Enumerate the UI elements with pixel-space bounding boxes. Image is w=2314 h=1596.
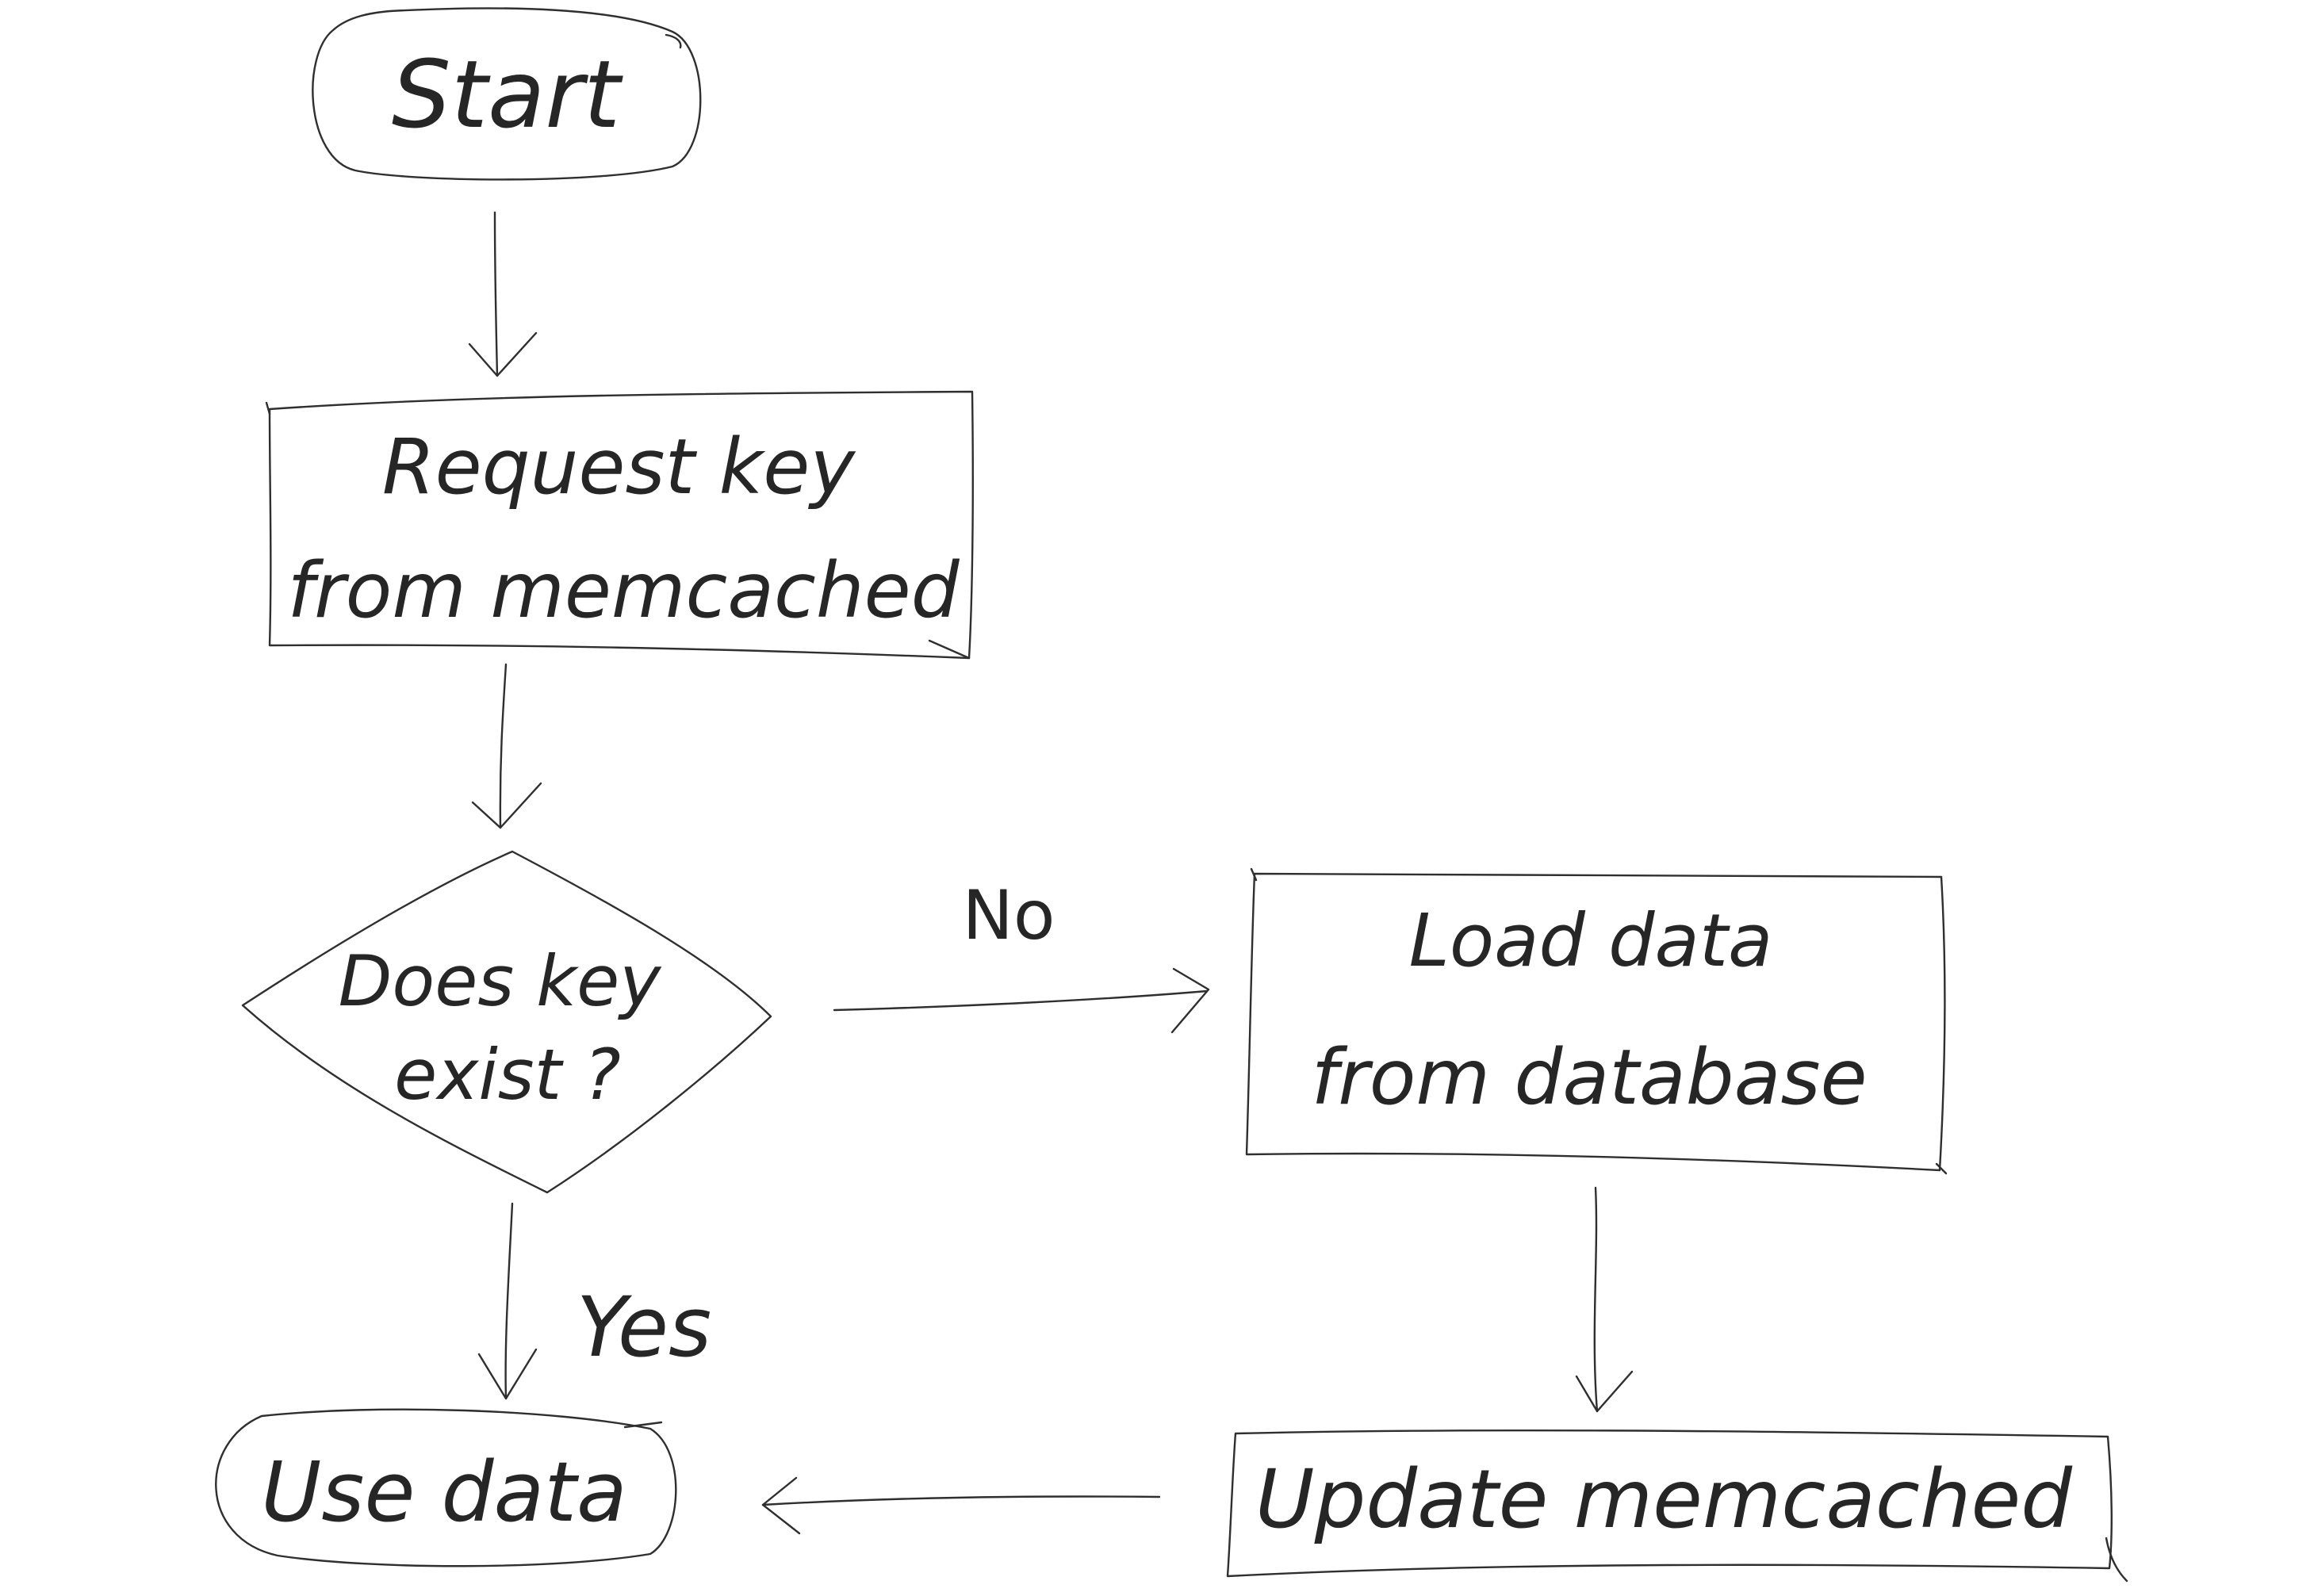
edge-no-label: No xyxy=(963,876,1055,955)
arrow-load-to-update xyxy=(1575,1186,1634,1413)
use-label: Use data xyxy=(261,1444,627,1541)
edge-no: No xyxy=(833,876,1210,1034)
edge-yes: Yes xyxy=(477,1202,711,1400)
load-label-line2: from database xyxy=(1311,1033,1867,1122)
update-node: Update memcached xyxy=(1226,1429,2128,1583)
decision-label-line1: Does key xyxy=(339,940,663,1022)
edge-yes-label: Yes xyxy=(577,1279,711,1376)
update-label: Update memcached xyxy=(1255,1452,2073,1547)
arrow-start-to-request xyxy=(468,211,538,377)
load-label-line1: Load data xyxy=(1409,898,1773,983)
decision-node: Does key exist ? xyxy=(241,850,772,1194)
request-label-line1: Request key xyxy=(382,423,856,511)
start-label: Start xyxy=(392,40,623,149)
arrow-update-to-use xyxy=(761,1476,1161,1535)
request-label-line2: from memcached xyxy=(287,546,960,635)
use-node: Use data xyxy=(215,1408,677,1567)
start-node: Start xyxy=(312,7,702,181)
decision-label-line2: exist ? xyxy=(394,1034,621,1116)
request-node: Request key from memcached xyxy=(265,390,974,660)
load-node: Load data from database xyxy=(1245,867,1948,1175)
arrow-request-to-decision xyxy=(471,663,542,829)
